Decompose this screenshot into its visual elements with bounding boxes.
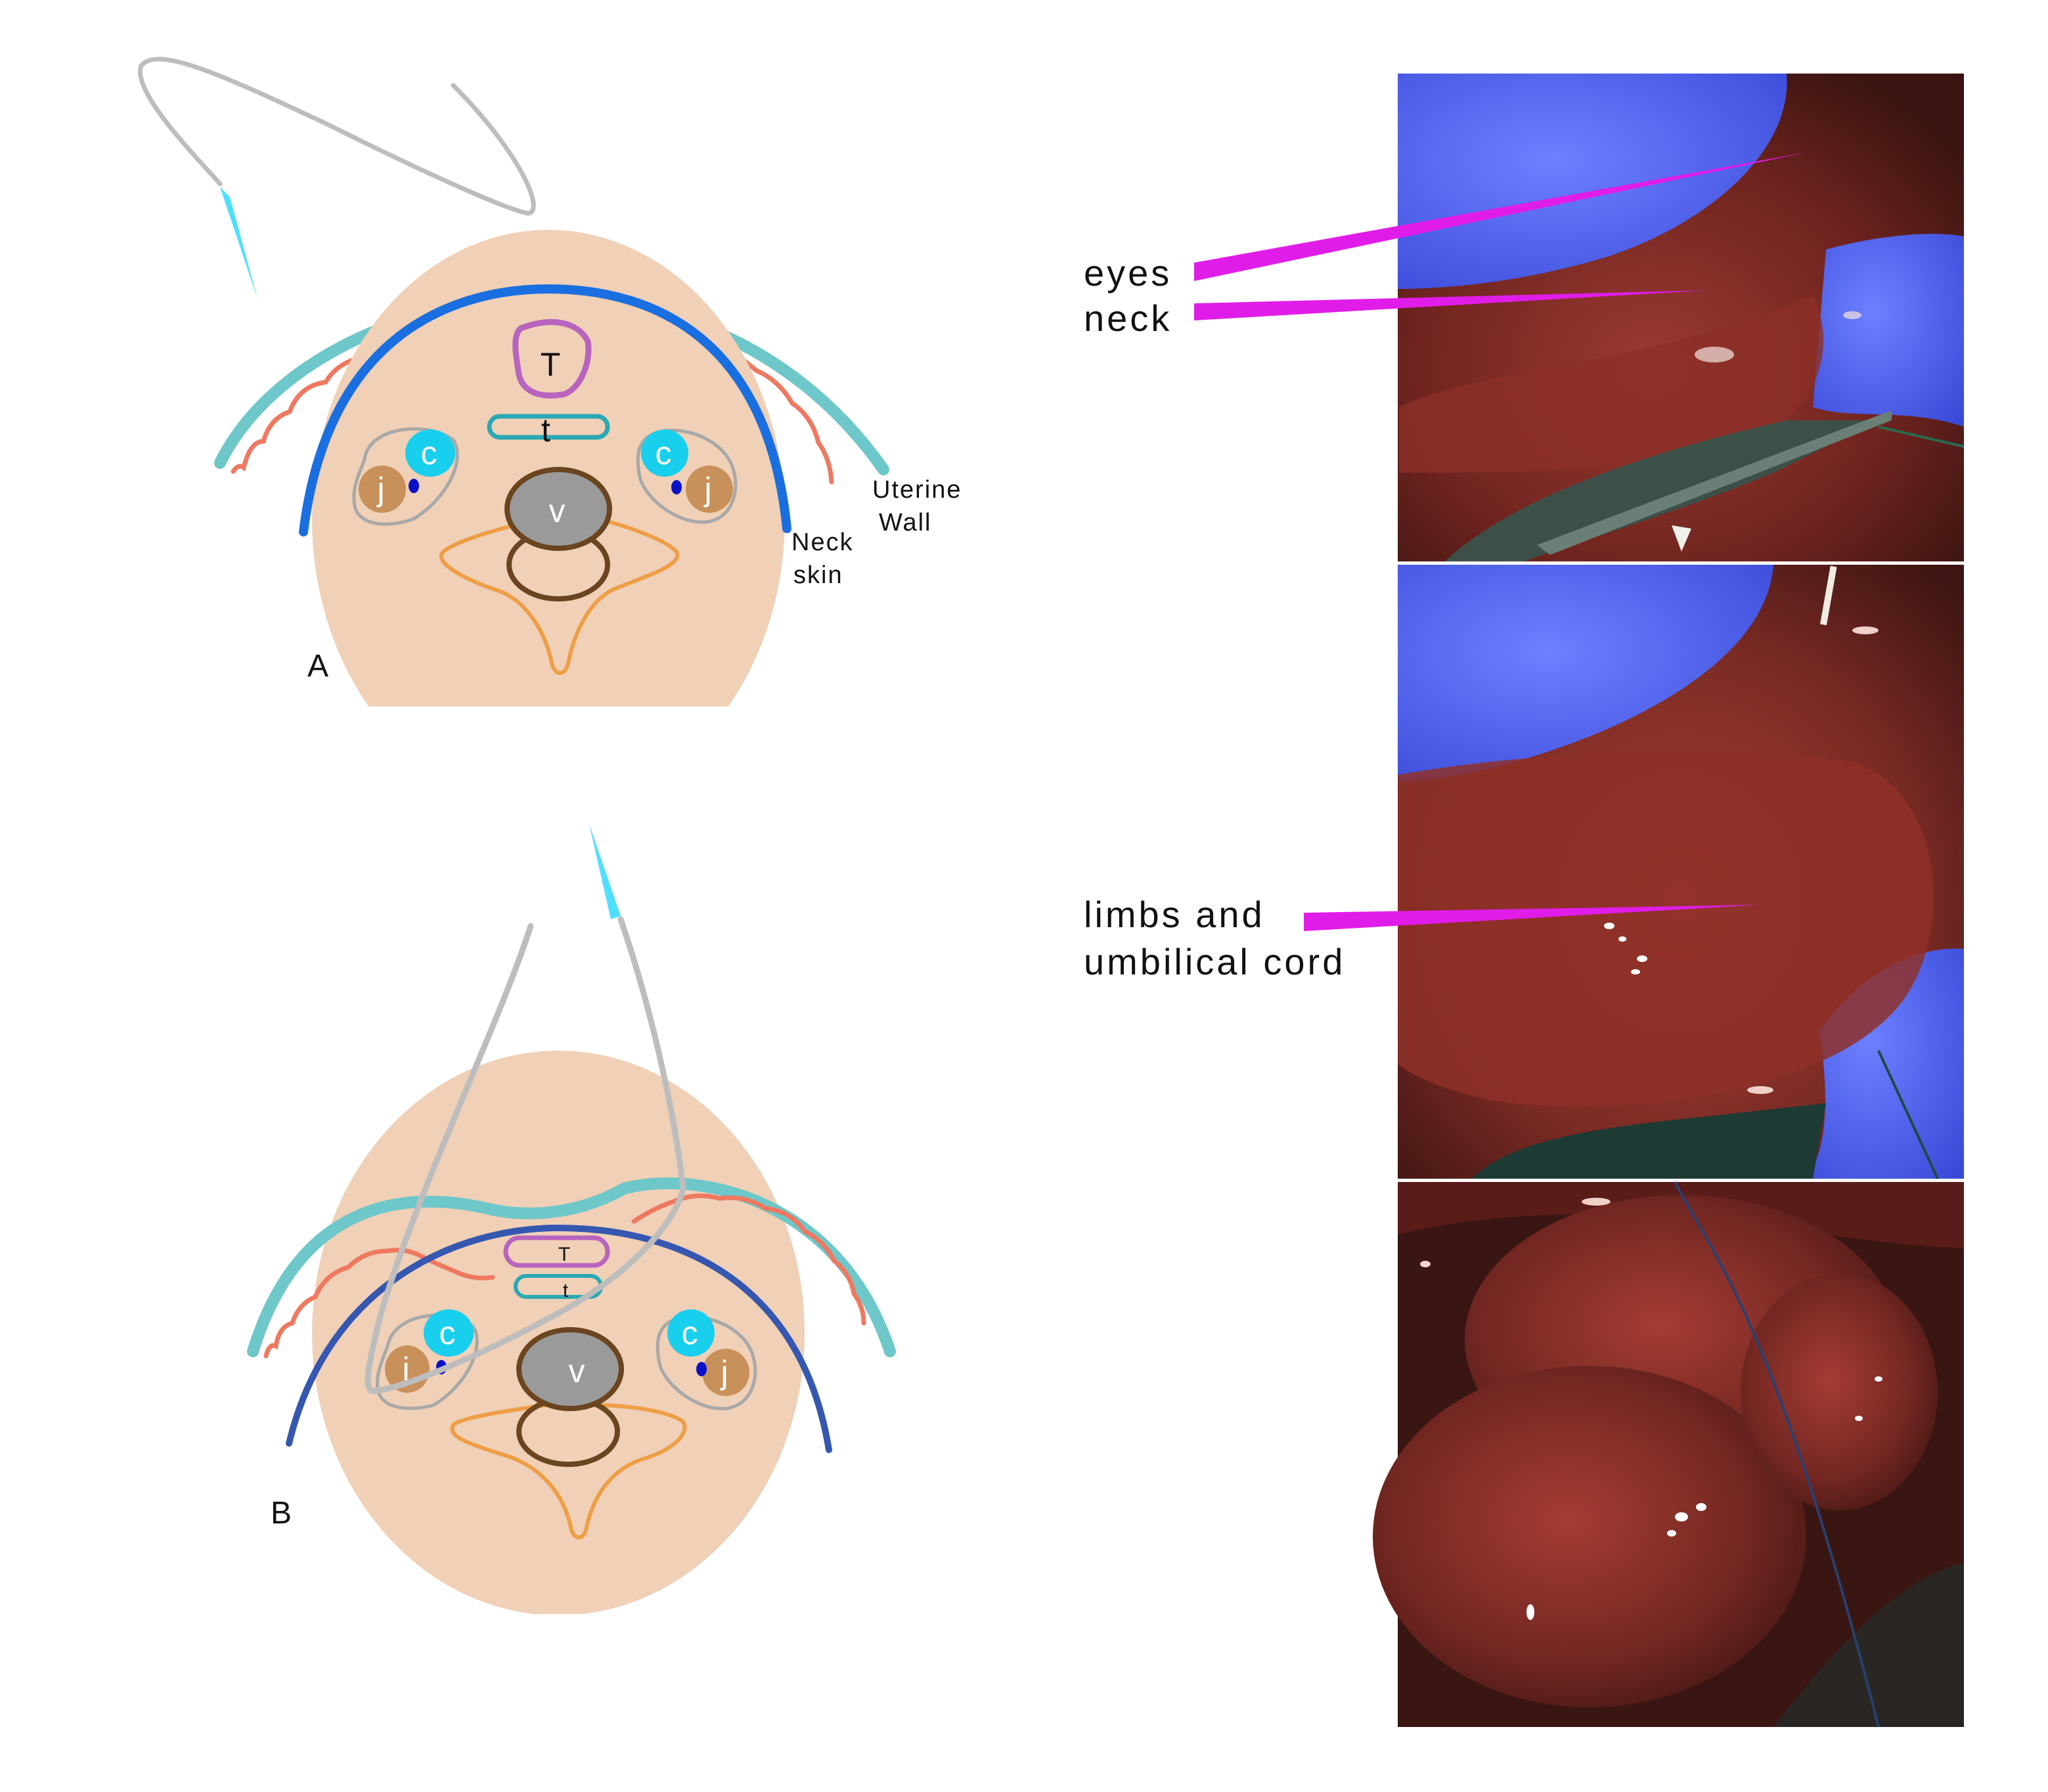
trachea-large-b <box>503 1235 610 1268</box>
vessel-dot-right-a <box>671 480 682 494</box>
trachea-large-a <box>512 319 592 399</box>
photo-1 <box>1398 74 1965 561</box>
suture-thread-a <box>138 56 536 216</box>
vertebral-body-b <box>516 1327 624 1411</box>
uterine-wall-label-line2: Wall <box>879 509 931 536</box>
limbs-label-line1: limbs and <box>1084 894 1265 935</box>
carotid-label-left-a: c <box>421 435 440 471</box>
vessel-dot-right-b <box>696 1362 707 1376</box>
jugular-label-left-a: j <box>376 471 387 508</box>
spinal-muscle-a <box>439 517 680 675</box>
photo-2 <box>1398 565 1964 1179</box>
vertebra-label-a: v <box>549 492 568 529</box>
neck-skin-a <box>299 284 791 536</box>
trachea-large-label-a: T <box>541 346 564 383</box>
trachea-large-label-b: T <box>558 1244 571 1265</box>
jugular-label-left-b: j <box>401 1351 412 1388</box>
needle-a <box>220 187 257 299</box>
uterine-wall-inner-b <box>263 1193 866 1359</box>
vessel-sheath-left-a <box>352 427 459 526</box>
carotid-left-b <box>424 1309 474 1357</box>
eyes-label: eyes <box>1084 252 1172 294</box>
trachea-small-a <box>487 414 610 440</box>
neck-skin-label-line2: skin <box>793 561 843 589</box>
jugular-right-a <box>686 466 733 513</box>
panel-a: T t j c c j v Uterine Wall Neck skin A <box>138 56 962 707</box>
panel-b: T t j c c j v B <box>247 824 896 1614</box>
carotid-left-a <box>405 429 455 477</box>
vessel-sheath-left-b <box>375 1313 479 1410</box>
photo-strip <box>1373 74 1965 1728</box>
suture-thread-b <box>365 916 686 1394</box>
trachea-small-label-b: t <box>563 1280 569 1301</box>
vessel-sheath-right-a <box>636 428 738 524</box>
panel-letter-b: B <box>271 1496 292 1531</box>
carotid-label-right-b: c <box>682 1315 701 1351</box>
jugular-label-right-b: j <box>719 1354 730 1391</box>
neck-pointer <box>1194 290 1708 320</box>
carotid-label-left-b: c <box>439 1315 458 1351</box>
jugular-right-b <box>702 1349 749 1396</box>
eyes-pointer <box>1194 152 1806 281</box>
neck-skin-label-line1: Neck <box>791 529 854 556</box>
neck-label: neck <box>1084 297 1172 339</box>
vertebral-body-a <box>504 467 612 551</box>
carotid-label-right-a: c <box>656 435 675 471</box>
carotid-right-a <box>641 429 688 477</box>
needle-b <box>589 824 621 919</box>
limbs-pointer <box>1304 905 1759 931</box>
annotations: eyes neck limbs and umbilical cord <box>1084 152 1806 982</box>
panel-letter-a: A <box>307 649 328 684</box>
trachea-small-label-a: t <box>541 412 553 448</box>
jugular-left-a <box>359 466 406 513</box>
uterine-wall-label-line1: Uterine <box>872 476 962 504</box>
carotid-right-b <box>667 1309 715 1357</box>
vertebra-label-b: v <box>569 1353 588 1389</box>
limbs-label-line2: umbilical cord <box>1084 941 1345 982</box>
neck-skin-b <box>286 1224 832 1453</box>
spinal-muscle-b <box>450 1403 687 1540</box>
jugular-label-right-a: j <box>703 471 714 508</box>
vessel-dot-left-a <box>409 479 419 493</box>
photo-3 <box>1373 1181 1964 1728</box>
